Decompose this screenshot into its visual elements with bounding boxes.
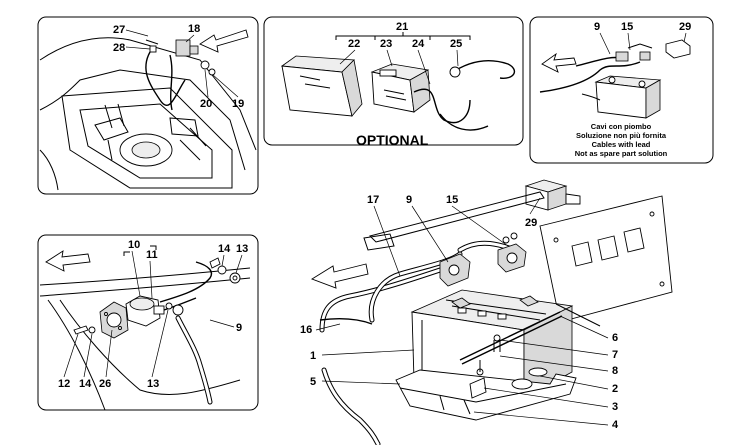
callout-9-main: 9 [406, 194, 412, 206]
callout-15-main: 15 [446, 194, 458, 206]
callout-22: 22 [348, 38, 360, 50]
callout-5: 5 [310, 376, 316, 388]
callout-2: 2 [612, 383, 618, 395]
callout-10: 10 [128, 239, 140, 251]
callout-1: 1 [310, 350, 316, 362]
callout-14-a: 14 [218, 243, 231, 255]
callout-23: 23 [380, 38, 392, 50]
optional-label: OPTIONAL [356, 132, 429, 148]
panel-top-left: 27 28 18 20 19 [37, 16, 259, 195]
callout-12: 12 [58, 378, 70, 390]
note-line-3: Cables with lead [592, 140, 651, 149]
battery-tray [395, 360, 577, 421]
callout-4: 4 [612, 419, 619, 431]
main-battery-assembly: 17 9 15 29 16 1 5 6 7 8 2 3 4 [300, 179, 673, 445]
callout-21: 21 [396, 21, 408, 33]
callout-8: 8 [612, 365, 618, 377]
callout-3: 3 [612, 401, 618, 413]
callout-28: 28 [113, 42, 125, 54]
callout-26: 26 [99, 378, 111, 390]
callout-16: 16 [300, 324, 312, 336]
callout-13-b: 13 [147, 378, 159, 390]
mounting-panel [539, 195, 673, 323]
callout-9-bl: 9 [236, 322, 242, 334]
callout-11: 11 [146, 249, 158, 261]
callout-6: 6 [612, 332, 618, 344]
callout-25: 25 [450, 38, 462, 50]
panel-bottom-left: 10 11 14 13 9 12 14 26 13 [37, 234, 259, 411]
callout-20: 20 [200, 98, 212, 110]
note-line-1: Cavi con piombo [591, 122, 652, 131]
storage-case [280, 55, 363, 117]
callout-18: 18 [188, 23, 200, 35]
battery-charger [370, 63, 431, 113]
callout-9-top: 9 [594, 21, 600, 33]
callout-29-top: 29 [679, 21, 691, 33]
callout-29-main: 29 [525, 217, 537, 229]
relay-box [524, 179, 581, 211]
panel-top-right: 9 15 29 Cavi con piombo Soluzione non pi… [529, 16, 714, 164]
callout-27: 27 [113, 24, 125, 36]
callout-24: 24 [412, 38, 425, 50]
note-line-4: Not as spare part solution [575, 149, 668, 158]
callout-7: 7 [612, 349, 618, 361]
panel-optional: 21 22 23 24 25 OPTIONAL [263, 16, 524, 148]
callout-15-top: 15 [621, 21, 633, 33]
callout-13-a: 13 [236, 243, 248, 255]
note-line-2: Soluzione non più fornita [576, 131, 667, 140]
callout-17: 17 [367, 194, 379, 206]
callout-14-b: 14 [79, 378, 92, 390]
callout-19: 19 [232, 98, 244, 110]
